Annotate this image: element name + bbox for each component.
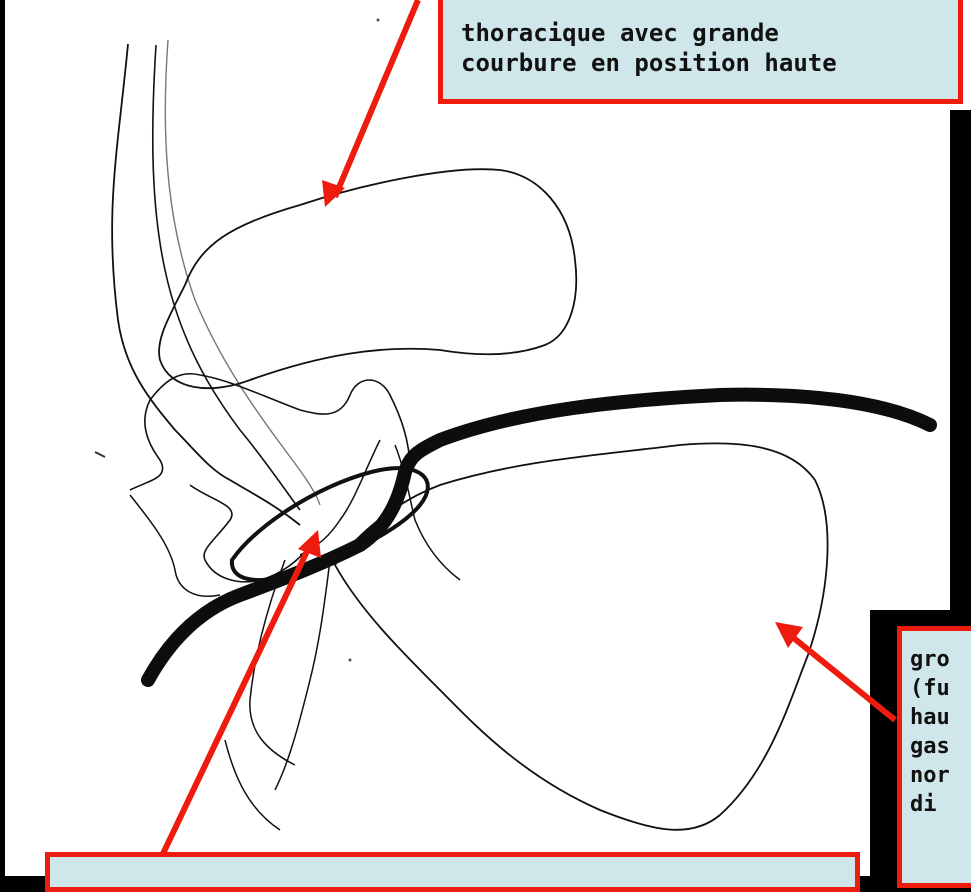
drawing-panel bbox=[5, 0, 971, 876]
label-line: thoracique avec grande bbox=[461, 18, 958, 48]
label-line: di bbox=[910, 790, 971, 819]
label-abdominal-stomach: gro (fu hau gas nor di bbox=[897, 626, 971, 888]
label-line: gro bbox=[910, 645, 971, 674]
speck-3 bbox=[349, 659, 352, 662]
label-line: gas bbox=[910, 732, 971, 761]
label-line: courbure en position haute bbox=[461, 48, 958, 78]
label-line: hau bbox=[910, 703, 971, 732]
label-line: (fu bbox=[910, 674, 971, 703]
label-thoracic-stomach: thoracique avec grande courbure en posit… bbox=[438, 0, 963, 104]
speck-2 bbox=[377, 19, 380, 22]
label-line: nor bbox=[910, 761, 971, 790]
label-hiatus bbox=[45, 852, 860, 892]
right-dark-band bbox=[950, 110, 971, 610]
